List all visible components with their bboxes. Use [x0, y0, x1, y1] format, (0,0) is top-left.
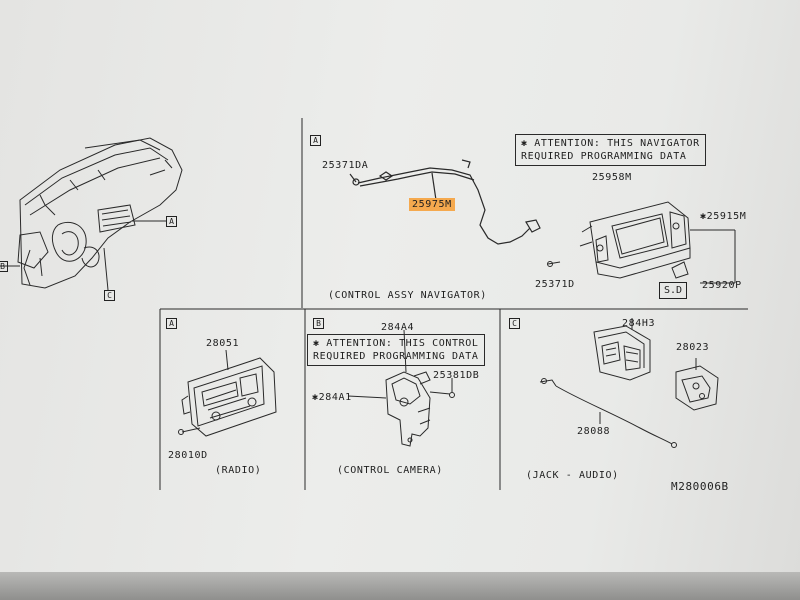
- attention-line-2: REQUIRED PROGRAMMING DATA: [521, 151, 687, 162]
- caption-control-camera: (CONTROL CAMERA): [337, 465, 443, 476]
- part-label-28088: 28088: [577, 426, 611, 437]
- attention-line-1: ✱ ATTENTION: THIS NAVIGATOR: [521, 138, 700, 149]
- part-label-28023: 28023: [676, 342, 710, 353]
- drawing-id: M280006B: [671, 480, 729, 493]
- part-label-25975M-highlighted: 25975M: [409, 198, 455, 211]
- part-label-284A1: ✱284A1: [312, 392, 352, 403]
- part-label-28010D: 28010D: [168, 450, 208, 461]
- attention-line-1: ✱ ATTENTION: THIS CONTROL: [313, 338, 479, 349]
- part-label-25915M: ✱25915M: [700, 211, 747, 222]
- part-label-25920P: 25920P: [702, 280, 742, 291]
- radio-unit: [178, 349, 277, 437]
- panel-tag-jack: C: [509, 318, 520, 329]
- monitor-bezel: [0, 572, 800, 600]
- attention-note-navigator: ✱ ATTENTION: THIS NAVIGATOR REQUIRED PRO…: [515, 134, 706, 166]
- panel-tag-navigator: A: [310, 135, 321, 146]
- part-label-284H3: 284H3: [622, 318, 656, 329]
- camera-bracket: [347, 329, 455, 447]
- panel-tag-camera: B: [313, 318, 324, 329]
- attention-note-camera: ✱ ATTENTION: THIS CONTROL REQUIRED PROGR…: [307, 334, 485, 366]
- part-label-25958M: 25958M: [592, 172, 632, 183]
- part-label-28051: 28051: [206, 338, 240, 349]
- dashboard-illustration: [0, 137, 183, 291]
- caption-radio: (RADIO): [215, 465, 262, 476]
- panel-tag-radio: A: [166, 318, 177, 329]
- part-label-284A4: 284A4: [381, 322, 415, 333]
- caption-control-assy-navigator: (CONTROL ASSY NAVIGATOR): [328, 290, 487, 301]
- caption-jack-audio: (JACK - AUDIO): [526, 470, 619, 481]
- audio-jack-parts: [539, 318, 719, 448]
- attention-line-2: REQUIRED PROGRAMMING DATA: [313, 351, 479, 362]
- part-label-25381DB: 25381DB: [433, 370, 480, 381]
- callout-tag-a: A: [166, 216, 177, 227]
- sd-card-label: S.D: [659, 282, 688, 299]
- part-label-25371DA: 25371DA: [322, 160, 369, 171]
- navigator-harness: [349, 159, 541, 245]
- callout-tag-b: B: [0, 261, 8, 272]
- callout-tag-c: C: [104, 290, 115, 301]
- navigator-unit: [547, 201, 736, 284]
- part-label-25371D: 25371D: [535, 279, 575, 290]
